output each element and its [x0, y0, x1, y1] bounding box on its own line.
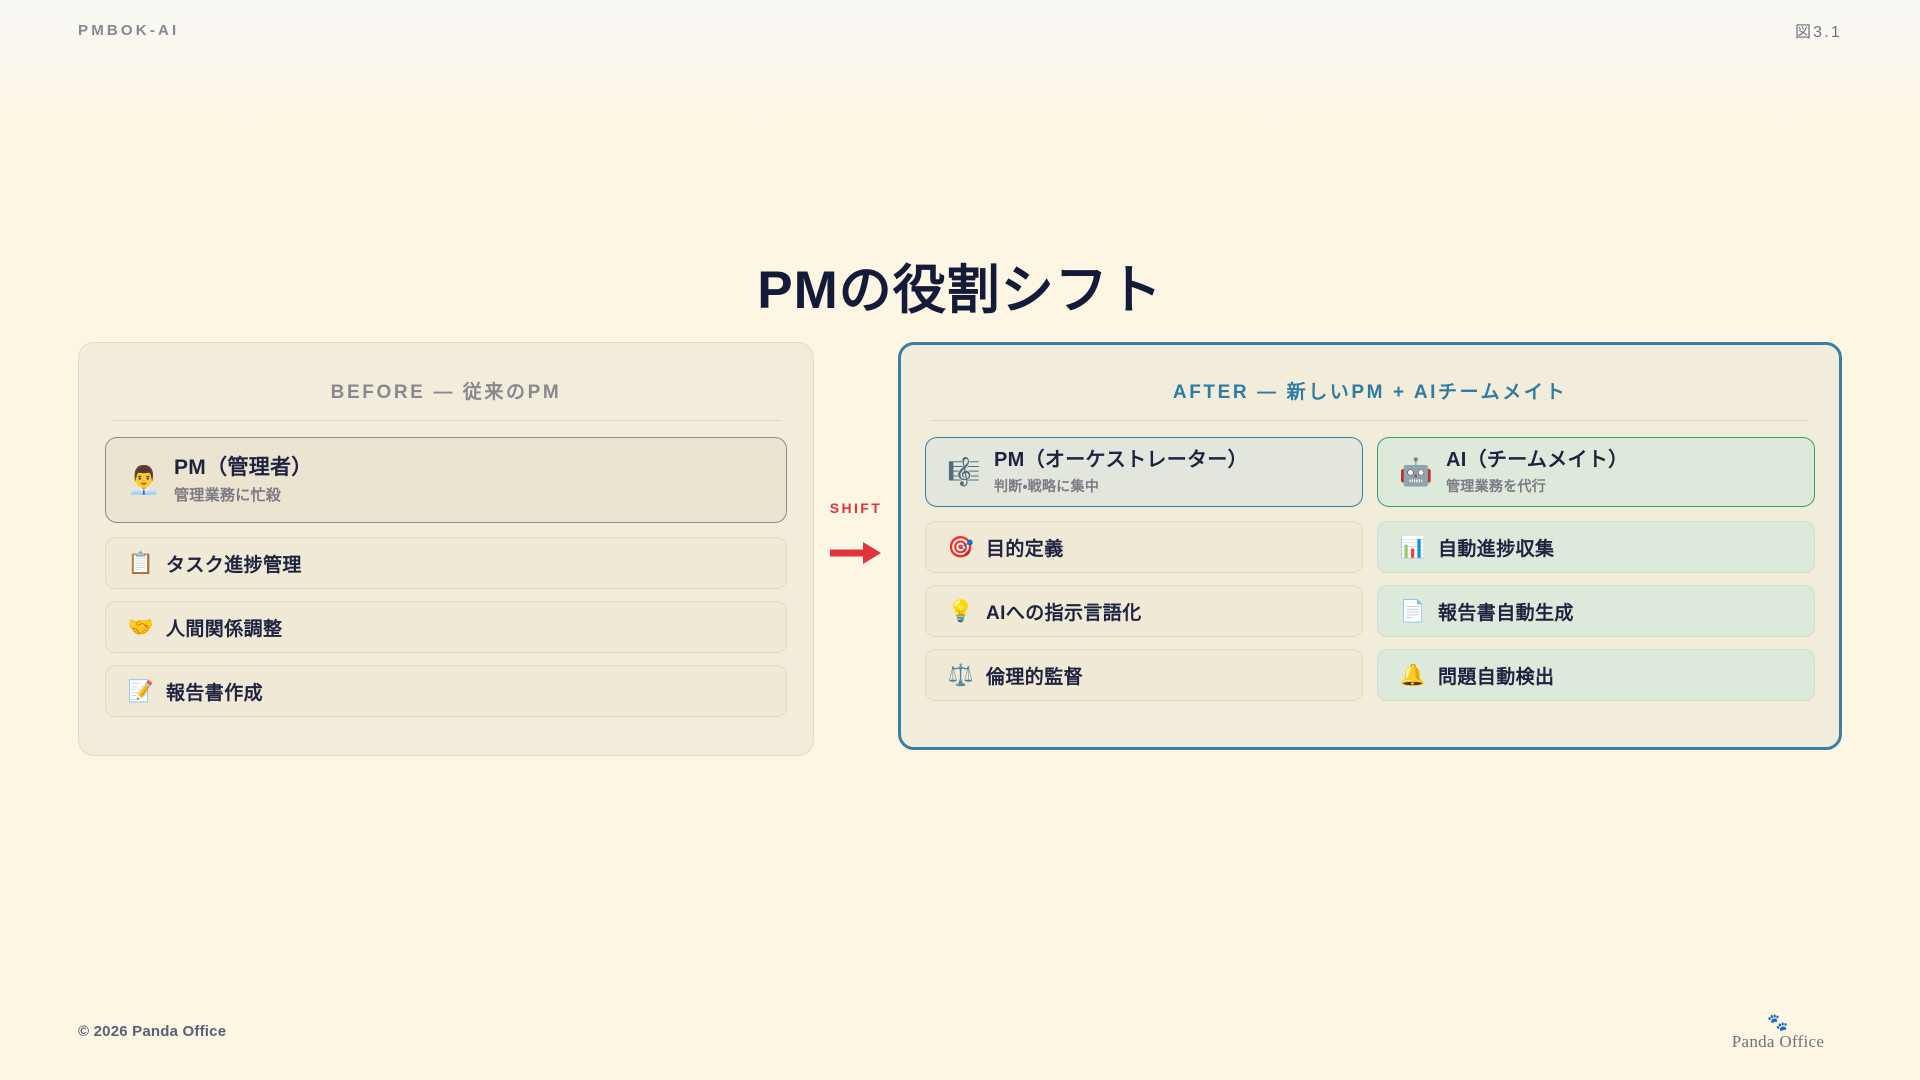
after-ai-item-2[interactable]: 🔔 問題自動検出 [1377, 649, 1815, 701]
after-pm-item-label-1: AIへの指示言語化 [986, 602, 1142, 624]
top-bar: PMBOK-AI 図3.1 [0, 0, 1920, 60]
after-ai-persona-card[interactable]: 🤖 AI（チームメイト） 管理業務を代行 [1377, 437, 1815, 507]
clipboard-emoji: 📋 [127, 551, 155, 575]
after-panel-heading: AFTER — 新しいPM + AIチームメイト [1172, 382, 1568, 403]
after-ai-item-label-2: 問題自動検出 [1438, 666, 1555, 688]
before-panel: BEFORE — 従来のPM 👨‍💼 PM（管理者） 管理業務に忙殺 📋 タスク… [78, 342, 814, 756]
after-pm-persona-subtitle: 判断・戦略に集中 [994, 478, 1100, 494]
lightbulb-emoji: 💡 [947, 599, 975, 623]
after-ai-item-label-0: 自動進捗収集 [1438, 538, 1555, 560]
musical-score-emoji: 🎼 [947, 456, 981, 487]
footer-copyright: © 2026 Panda Office [78, 1023, 227, 1040]
after-ai-persona-subtitle: 管理業務を代行 [1446, 478, 1547, 494]
memo-emoji: 📝 [127, 679, 155, 703]
handshake-emoji: 🤝 [127, 615, 155, 639]
after-ai-item-label-1: 報告書自動生成 [1438, 602, 1574, 624]
bell-emoji: 🔔 [1399, 663, 1427, 687]
after-pm-persona-card[interactable]: 🎼 PM（オーケストレーター） 判断・戦略に集中 [925, 437, 1363, 507]
figure-number: 図3.1 [1794, 24, 1842, 41]
after-panel-divider [931, 420, 1809, 421]
balance-scale-emoji: ⚖️ [947, 663, 975, 687]
footer-logo-name: Panda Office [1731, 1032, 1825, 1051]
target-emoji: 🎯 [947, 535, 975, 559]
after-pm-item-label-0: 目的定義 [986, 538, 1064, 560]
document-emoji: 📄 [1399, 599, 1427, 623]
after-pm-persona-name: PM（オーケストレーター） [994, 449, 1248, 471]
before-item-label-2: 報告書作成 [166, 682, 264, 704]
after-ai-persona-name: AI（チームメイト） [1446, 449, 1629, 471]
after-column-ai: 🤖 AI（チームメイト） 管理業務を代行 📊 自動進捗収集 📄 報告書自動生成 … [1377, 437, 1815, 713]
after-pm-item-0[interactable]: 🎯 目的定義 [925, 521, 1363, 573]
page-title: PMの役割シフト [757, 261, 1163, 320]
shift-connector: SHIFT [814, 342, 898, 750]
bar-chart-emoji: 📊 [1399, 535, 1427, 559]
robot-emoji: 🤖 [1399, 456, 1433, 487]
before-panel-divider [111, 420, 781, 421]
before-panel-heading: BEFORE — 従来のPM [330, 382, 562, 403]
footer-logo: 🐾 Panda Office [1698, 1014, 1858, 1052]
before-persona-subtitle: 管理業務に忙殺 [174, 487, 282, 505]
businessman-emoji: 👨‍💼 [127, 464, 161, 495]
before-item-label-1: 人間関係調整 [166, 618, 283, 640]
before-item-label-0: タスク進捗管理 [166, 554, 302, 576]
after-pm-item-label-2: 倫理的監督 [986, 666, 1084, 688]
after-pm-item-2[interactable]: ⚖️ 倫理的監督 [925, 649, 1363, 701]
arrow-right-icon [814, 540, 898, 566]
before-item-0[interactable]: 📋 タスク進捗管理 [105, 537, 787, 589]
after-panel: AFTER — 新しいPM + AIチームメイト 🎼 PM（オーケストレーター）… [898, 342, 1842, 750]
brand-logo-text: PMBOK-AI [78, 21, 180, 39]
before-item-2[interactable]: 📝 報告書作成 [105, 665, 787, 717]
shift-label: SHIFT [829, 500, 883, 516]
before-item-1[interactable]: 🤝 人間関係調整 [105, 601, 787, 653]
after-pm-item-1[interactable]: 💡 AIへの指示言語化 [925, 585, 1363, 637]
paw-print-icon: 🐾 [1767, 1013, 1789, 1032]
after-ai-item-1[interactable]: 📄 報告書自動生成 [1377, 585, 1815, 637]
before-persona-name: PM（管理者） [174, 455, 313, 479]
before-persona-card[interactable]: 👨‍💼 PM（管理者） 管理業務に忙殺 [105, 437, 787, 523]
after-ai-item-0[interactable]: 📊 自動進捗収集 [1377, 521, 1815, 573]
comparison-stage: BEFORE — 従来のPM 👨‍💼 PM（管理者） 管理業務に忙殺 📋 タスク… [78, 342, 1842, 756]
after-column-pm: 🎼 PM（オーケストレーター） 判断・戦略に集中 🎯 目的定義 💡 AIへの指示… [925, 437, 1363, 713]
